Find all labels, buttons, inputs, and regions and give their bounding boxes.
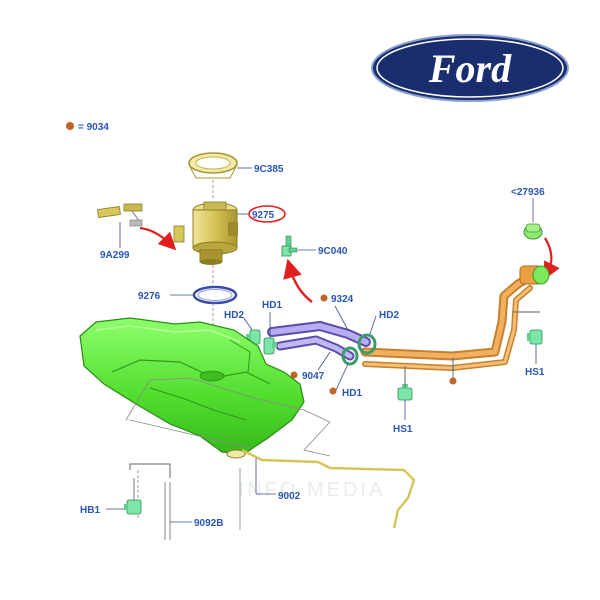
bracket-9A299 bbox=[97, 203, 143, 227]
label-HD2-right: HD2 bbox=[379, 310, 399, 321]
label-HD2-left: HD2 bbox=[224, 310, 244, 321]
label-27936: <27936 bbox=[511, 187, 545, 198]
legend-label: = 9034 bbox=[78, 122, 109, 133]
fuel-tank bbox=[79, 317, 305, 459]
ford-logo: Ford bbox=[371, 34, 569, 102]
valve-9C040 bbox=[281, 235, 298, 257]
clamp-hd1-top bbox=[263, 337, 277, 355]
label-HB1: HB1 bbox=[80, 505, 100, 516]
clip-hb1 bbox=[124, 499, 142, 515]
label-HS1-bottom: HS1 bbox=[393, 424, 413, 435]
label-9A299: 9A299 bbox=[100, 250, 130, 261]
label-HD1-bottom: HD1 bbox=[342, 388, 362, 399]
label-HS1-right: HS1 bbox=[525, 367, 545, 378]
watermark-text: INFO MEDIA bbox=[239, 479, 386, 501]
label-9002: 9002 bbox=[278, 491, 301, 502]
cap-27936 bbox=[523, 223, 543, 240]
ford-logo-text: Ford bbox=[428, 46, 512, 91]
label-9324: 9324 bbox=[331, 294, 354, 305]
vapor-hoses bbox=[267, 320, 371, 361]
fuel-pump-module bbox=[173, 201, 238, 265]
label-9C385: 9C385 bbox=[254, 164, 284, 175]
label-9092B: 9092B bbox=[194, 518, 223, 529]
highlight-ring-9275 bbox=[248, 205, 286, 223]
legend-dot bbox=[66, 122, 74, 130]
clamp-hd2-right bbox=[357, 333, 377, 355]
clamp-hd1-bottom bbox=[341, 346, 359, 366]
clamp-hs1-right bbox=[527, 329, 543, 345]
label-9047: 9047 bbox=[302, 371, 325, 382]
label-9C040: 9C040 bbox=[318, 246, 348, 257]
locking-ring bbox=[188, 152, 238, 179]
label-HD1-top: HD1 bbox=[262, 300, 282, 311]
label-9276: 9276 bbox=[138, 291, 161, 302]
label-9275: 9275 bbox=[252, 210, 275, 221]
filler-pipe bbox=[360, 265, 550, 385]
